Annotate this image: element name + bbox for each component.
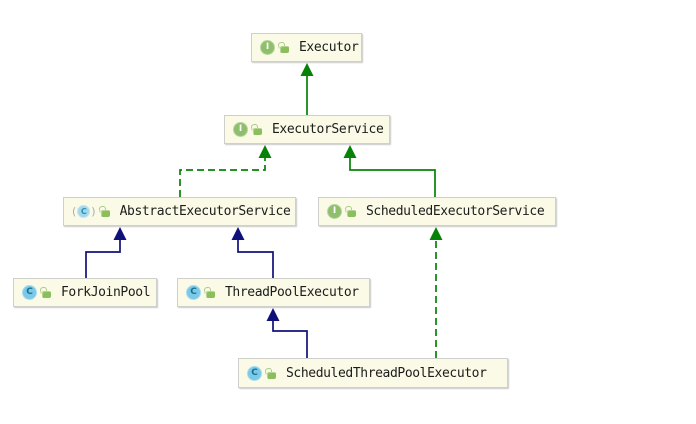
class-node-threadpoolexecutor[interactable]: C ThreadPoolExecutor [177, 278, 370, 307]
padlock-body [267, 371, 276, 379]
unlocked-padlock-icon [277, 41, 289, 53]
edge-forkjoinpool-extends-abstractexecutorservice [85, 240, 121, 278]
edge-scheduledthreadpoolexecutor-extends-threadpoolexecutor [272, 321, 308, 358]
edge-threadpoolexecutor-extends-abstractexecutorservice [237, 240, 274, 278]
class-icon: C [186, 285, 201, 300]
class-name-label: ScheduledExecutorService [366, 204, 545, 219]
unlocked-padlock-icon [203, 286, 215, 298]
abstract-paren-open: ( [72, 205, 77, 218]
edge-scheduledexecutorservice-extends-executorservice [349, 158, 436, 197]
class-name-label: ScheduledThreadPoolExecutor [286, 365, 487, 381]
class-icon: C [247, 365, 262, 381]
class-letter: C [77, 205, 91, 218]
padlock-body [206, 291, 215, 298]
unlocked-padlock-icon [250, 123, 262, 135]
class-icon: C [22, 285, 37, 300]
padlock-body [253, 128, 262, 135]
class-name-label: ExecutorService [272, 122, 384, 137]
edge-abstractexecutorservice-implements-executorservice [179, 158, 266, 197]
class-node-scheduledexecutorservice[interactable]: I ScheduledExecutorService [318, 197, 556, 226]
unlocked-padlock-icon [98, 205, 110, 217]
class-name-label: ForkJoinPool [61, 285, 151, 300]
arrowhead-executorservice-left [258, 145, 272, 158]
class-name-label: Executor [299, 40, 359, 55]
class-node-executorservice[interactable]: I ExecutorService [224, 115, 390, 144]
arrowhead-executorservice-right [343, 145, 357, 158]
padlock-body [280, 46, 289, 53]
arrowhead-abstractexecutorservice-left [113, 227, 127, 240]
interface-icon: I [233, 122, 248, 137]
unlocked-padlock-icon [344, 205, 356, 217]
class-node-scheduledthreadpoolexecutor[interactable]: C ScheduledThreadPoolExecutor [238, 358, 508, 388]
unlocked-padlock-icon [264, 366, 276, 379]
unlocked-padlock-icon [39, 286, 51, 298]
arrowhead-scheduledexecutorservice [429, 227, 443, 240]
interface-icon: I [327, 204, 342, 219]
padlock-body [347, 210, 356, 217]
class-node-executor[interactable]: I Executor [251, 33, 362, 62]
class-name-label: AbstractExecutorService [119, 204, 291, 219]
class-node-abstractexecutorservice[interactable]: ( C ) AbstractExecutorService [63, 197, 296, 226]
padlock-body [100, 210, 110, 217]
arrowhead-executor [300, 63, 314, 76]
arrowhead-abstractexecutorservice-right [231, 227, 245, 240]
interface-icon: I [260, 40, 275, 55]
padlock-body [42, 291, 51, 298]
abstract-class-icon: ( C ) [72, 205, 96, 218]
abstract-paren-close: ) [91, 205, 96, 218]
class-node-forkjoinpool[interactable]: C ForkJoinPool [13, 278, 157, 307]
arrowhead-threadpoolexecutor [266, 308, 280, 321]
class-name-label: ThreadPoolExecutor [225, 285, 359, 300]
